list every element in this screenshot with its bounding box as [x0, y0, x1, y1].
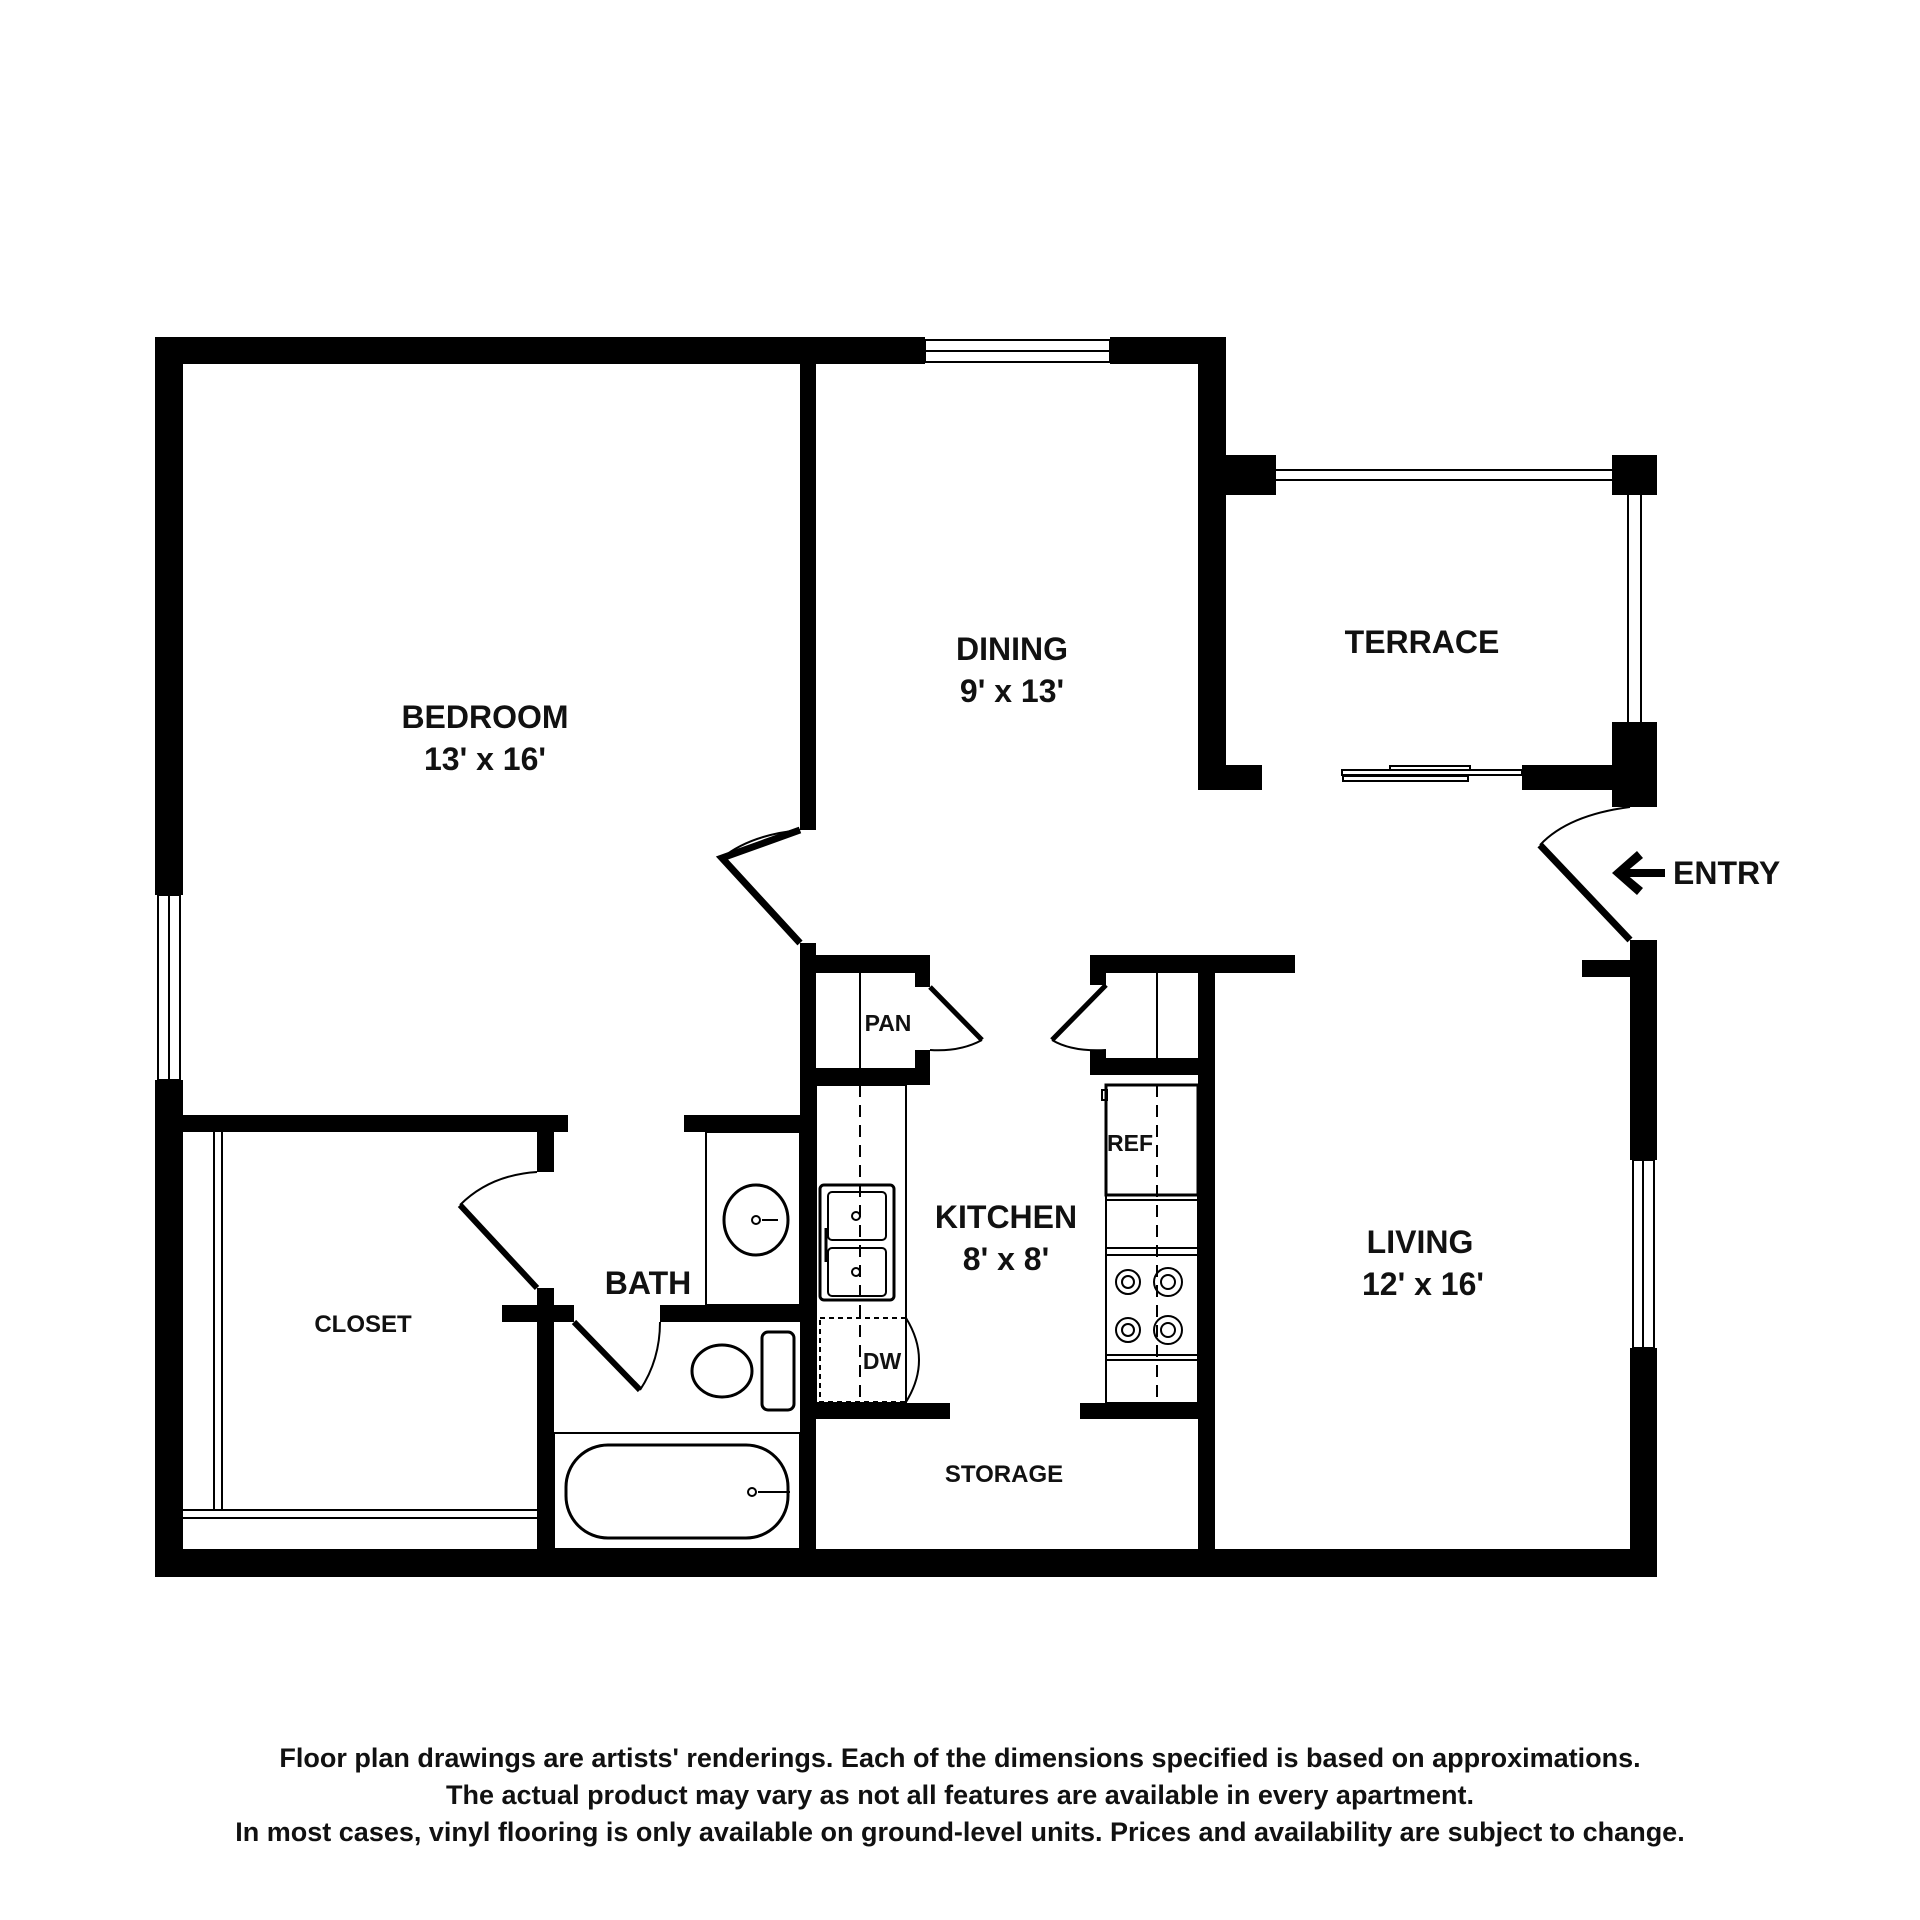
door-pantry — [928, 985, 984, 1052]
bedroom-name: BEDROOM — [401, 699, 568, 735]
closet-name: CLOSET — [314, 1311, 412, 1338]
wall-kitchen-south-right — [1080, 1403, 1215, 1419]
walls — [155, 337, 1657, 1577]
burner-3 — [1115, 1317, 1141, 1343]
burner-1 — [1115, 1269, 1141, 1295]
dishwasher — [819, 1317, 907, 1403]
wall-closet2-left-upper — [1090, 955, 1106, 985]
kitchen-size: 8' x 8' — [963, 1241, 1049, 1277]
terrace-post-lower — [1612, 722, 1657, 807]
wall-bath-mid — [554, 1305, 574, 1322]
wall-bedroom-dining — [800, 337, 816, 830]
toilet-bowl — [690, 1343, 754, 1399]
terrace-name: TERRACE — [1345, 624, 1500, 660]
bath-fixtures — [553, 1131, 801, 1550]
wall-kitchen-south-left — [800, 1403, 950, 1419]
wall-pantry-right-upper — [915, 955, 930, 987]
door-entry — [1537, 806, 1633, 943]
disclaimer-line-3: In most cases, vinyl flooring is only av… — [235, 1817, 1685, 1847]
door-bath — [571, 1319, 661, 1393]
storage-name: STORAGE — [945, 1461, 1063, 1488]
windows — [157, 339, 1655, 1349]
sink-kitchen — [818, 1183, 896, 1302]
kitchen-name: KITCHEN — [935, 1199, 1077, 1235]
living-size: 12' x 16' — [1362, 1266, 1484, 1302]
wall-kitchen-right-top — [1090, 955, 1295, 973]
dining-name: DINING — [956, 631, 1068, 667]
wall-pantry-bottom — [800, 1068, 930, 1085]
terrace-post-left — [1226, 455, 1276, 495]
wall-closet-top-stub — [537, 1115, 554, 1172]
wall-right-lower — [1630, 1348, 1657, 1577]
pantry-name: PAN — [865, 1010, 912, 1036]
bath-name: BATH — [605, 1265, 692, 1301]
refrigerator-name: REF — [1107, 1130, 1153, 1156]
wall-closet-stub — [502, 1305, 554, 1322]
dishwasher-name: DW — [863, 1348, 902, 1374]
wall-pantry-top — [800, 955, 930, 973]
wall-dining-east — [1198, 337, 1226, 790]
dining-size: 9' x 13' — [960, 673, 1064, 709]
living-name: LIVING — [1367, 1224, 1474, 1260]
wall-bedroom-south-left — [155, 1115, 568, 1132]
wall-left-upper — [155, 337, 183, 895]
wall-bottom — [155, 1549, 1657, 1577]
kitchen-fixtures — [815, 973, 1200, 1404]
burner-2 — [1153, 1267, 1183, 1297]
bathtub — [553, 1432, 801, 1550]
door-bedroom — [715, 826, 803, 946]
range — [1105, 1199, 1199, 1249]
disclaimer-line-2: The actual product may vary as not all f… — [446, 1780, 1474, 1810]
wall-dining-stub — [1198, 765, 1262, 790]
room-labels: BEDROOM 13' x 16' DINING 9' x 13' TERRAC… — [314, 624, 1780, 1488]
wall-left-lower — [155, 1080, 183, 1577]
wall-bath-toilet — [660, 1305, 816, 1322]
wall-living-west — [1198, 960, 1215, 1577]
refrigerator — [1104, 1083, 1200, 1197]
bedroom-size: 13' x 16' — [424, 741, 546, 777]
disclaimer: Floor plan drawings are artists' renderi… — [0, 1740, 1920, 1851]
wall-closet2-bottom — [1090, 1058, 1205, 1075]
doors — [183, 806, 1633, 1519]
door-kitchen-closet — [1050, 983, 1108, 1052]
wall-right-stub — [1582, 960, 1657, 977]
door-closet — [457, 1171, 540, 1291]
burner-4 — [1153, 1315, 1183, 1345]
entry-label: ENTRY — [1673, 855, 1780, 891]
toilet-tank — [760, 1330, 796, 1412]
arrow-left-icon — [1612, 851, 1665, 895]
wall-closet-bath — [537, 1288, 554, 1560]
terrace-wall-lower — [1522, 765, 1657, 790]
wall-bedroom-south-right — [684, 1115, 816, 1132]
vanity — [705, 1131, 801, 1306]
wall-top-left — [155, 337, 925, 364]
sliding-door — [1341, 765, 1523, 782]
terrace-post-right — [1612, 455, 1657, 495]
disclaimer-line-1: Floor plan drawings are artists' renderi… — [279, 1743, 1641, 1773]
sink-bath — [722, 1183, 790, 1257]
